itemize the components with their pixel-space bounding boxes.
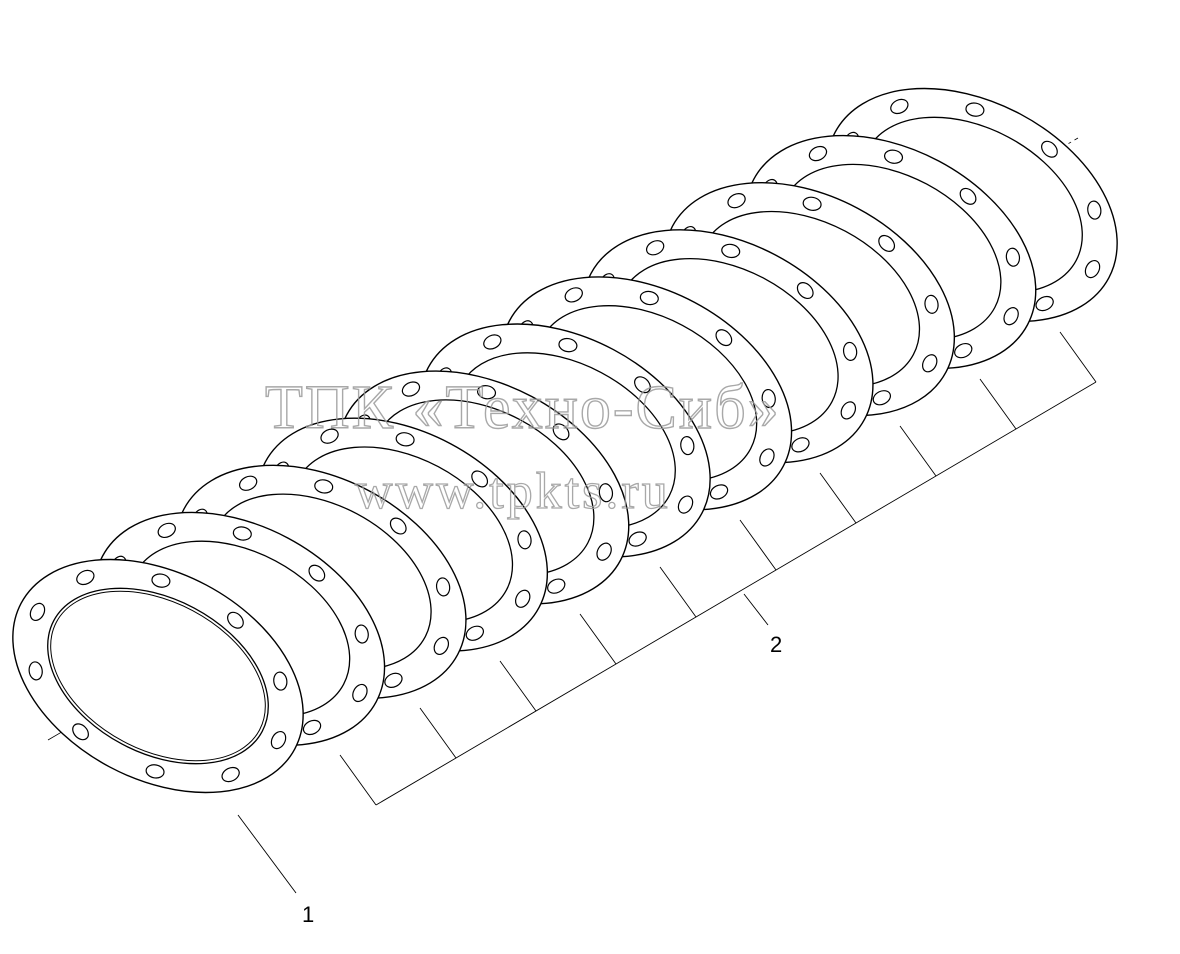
bolt-hole (759, 448, 775, 467)
bolt-hole (677, 495, 694, 514)
watermark-title: ТПК «Техно-Сиб» (265, 374, 781, 442)
leader-2-tick (659, 566, 697, 618)
leader-2-tick (419, 707, 457, 759)
bolt-hole (76, 569, 95, 586)
bolt-hole (354, 624, 369, 644)
bolt-hole (878, 234, 896, 252)
bolt-hole (308, 564, 326, 582)
bolt-hole (238, 475, 258, 491)
bolt-hole (517, 530, 532, 550)
bolt-hole (384, 672, 403, 688)
bolt-hole (389, 517, 407, 535)
bolt-hole (596, 542, 612, 561)
leader-lines (237, 331, 1097, 894)
watermark: ТПК «Техно-Сиб» www.tpkts.ru (264, 373, 781, 520)
bolt-hole (883, 149, 904, 164)
bolt-hole (514, 589, 531, 608)
leader-2-tick (499, 660, 537, 712)
bolt-hole (302, 719, 322, 736)
bolt-hole (921, 354, 938, 373)
bolt-hole (145, 764, 165, 779)
bolt-hole (395, 432, 415, 447)
leader-2-bracket (375, 381, 1097, 806)
bolt-hole (808, 145, 828, 162)
bolt-hole (872, 390, 892, 406)
bolt-hole (598, 483, 614, 503)
bolt-hole (270, 730, 287, 750)
leader-2-tick (739, 519, 777, 571)
bolt-hole (959, 187, 977, 205)
bolt-hole (227, 611, 244, 629)
bolt-hole (791, 437, 810, 453)
bolt-hole (727, 193, 746, 209)
bolt-hole (433, 636, 450, 655)
bolt-hole (761, 388, 776, 409)
leader-2-tick (819, 472, 857, 524)
leader-2-tick (579, 613, 617, 665)
bolt-hole (890, 98, 909, 115)
bolt-hole (564, 287, 583, 303)
bolt-hole (840, 401, 857, 420)
bolt-hole (1035, 295, 1054, 312)
bolt-hole (157, 522, 176, 539)
bolt-hole (483, 334, 502, 350)
callout-2: 2 (770, 632, 782, 657)
bolt-hole (1087, 200, 1102, 220)
bolt-hole (715, 329, 733, 347)
bolt-hole (352, 683, 368, 703)
bolt-hole (709, 484, 729, 500)
bolt-hole (476, 385, 497, 400)
bolt-hole (645, 240, 665, 256)
bolt-hole (552, 423, 570, 441)
bolt-hole (29, 602, 46, 622)
bolt-hole (1005, 247, 1021, 267)
bolt-hole (401, 381, 421, 397)
bolt-hole (28, 661, 43, 681)
bolt-hole (547, 578, 566, 594)
bolt-hole (796, 282, 814, 300)
bolt-hole (1084, 259, 1101, 279)
gasket-stack (12, 87, 1118, 794)
gasket-item-1 (12, 558, 304, 794)
bolt-hole (320, 428, 339, 444)
bolt-hole (924, 294, 939, 314)
bolt-hole (471, 470, 489, 488)
gasket-inner-edge-shadow (50, 590, 266, 762)
bolt-hole (842, 341, 858, 361)
bolt-hole (1003, 307, 1019, 326)
bolt-hole (221, 766, 240, 783)
bolt-hole (435, 577, 451, 597)
leader-2-tick (339, 754, 377, 806)
bolt-hole (465, 625, 485, 641)
bolt-hole (954, 342, 973, 359)
bolt-hole (802, 196, 822, 211)
bolt-hole (721, 243, 741, 259)
leader-2 (743, 593, 769, 626)
gasket-inner-edge (47, 587, 269, 765)
bolt-hole (628, 531, 647, 547)
bolt-hole (680, 436, 695, 456)
bolt-hole (232, 526, 252, 541)
bolt-hole (273, 671, 288, 691)
leader-2-tick (899, 425, 937, 477)
bolt-hole (639, 290, 659, 306)
bolt-hole (558, 337, 578, 353)
leader-2-tick (979, 378, 1017, 430)
bolt-hole (1041, 140, 1058, 158)
bolt-hole (634, 376, 651, 394)
leader-2-tick (1059, 331, 1097, 383)
bolt-hole (151, 573, 171, 588)
callout-1: 1 (302, 902, 314, 927)
bolt-hole (72, 723, 89, 741)
bolt-hole (314, 479, 334, 494)
leader-1 (237, 814, 297, 894)
watermark-url: www.tpkts.ru (355, 463, 671, 520)
bolt-hole (965, 102, 985, 117)
